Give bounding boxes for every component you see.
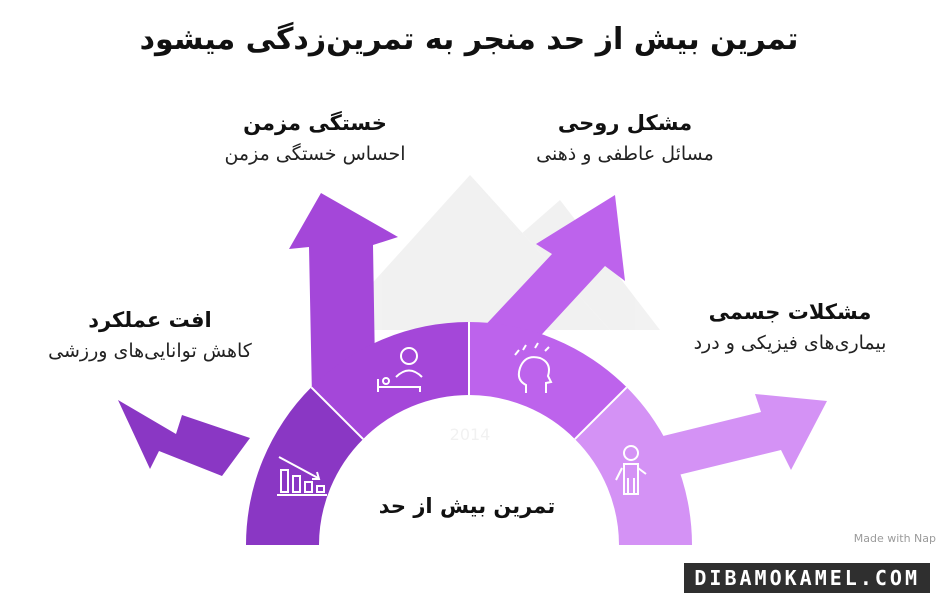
branch-description: مسائل عاطفی و ذهنی [536,143,714,165]
arrow-physical [655,394,827,478]
declining-bar-chart-icon [277,456,327,496]
ring-segment-fatigue [311,322,469,440]
injured-person-icon [615,445,647,495]
svg-text:2014: 2014 [450,425,491,444]
branch-heading: مشکلات جسمی [708,300,872,324]
branch-label-fatigue: خستگی مزمن احساس خستگی مزمن [185,111,445,165]
stressed-head-icon [514,342,553,393]
branch-label-mental: مشکل روحی مسائل عاطفی و ذهنی [495,111,755,165]
ring-segment-performance [246,387,364,545]
site-watermark: DIBAMOKAMEL.COM [684,563,930,593]
branch-label-physical: مشکلات جسمی بیماری‌های فیزیکی و درد [650,300,930,354]
branch-heading: مشکل روحی [557,111,693,135]
center-label: تمرین بیش از حد [378,494,556,518]
branch-label-performance: افت عملکرد کاهش توانایی‌های ورزشی [10,308,290,362]
branch-description: بیماری‌های فیزیکی و درد [693,332,887,354]
made-with-credit: Made with Nap [853,532,936,545]
arrow-mental [478,195,625,345]
person-resting-icon [377,347,423,392]
ring-segment-mental [469,322,627,440]
branch-heading: افت عملکرد [88,308,212,332]
ring-segment-physical [574,387,692,545]
diagram-title: تمرین بیش از حد منجر به تمرین‌زدگی میشود [139,22,799,57]
arrow-performance [118,400,250,476]
ring [246,322,692,545]
branch-description: کاهش توانایی‌های ورزشی [48,340,252,362]
branch-description: احساس خستگی مزمن [224,143,406,165]
branch-heading: خستگی مزمن [243,111,387,135]
